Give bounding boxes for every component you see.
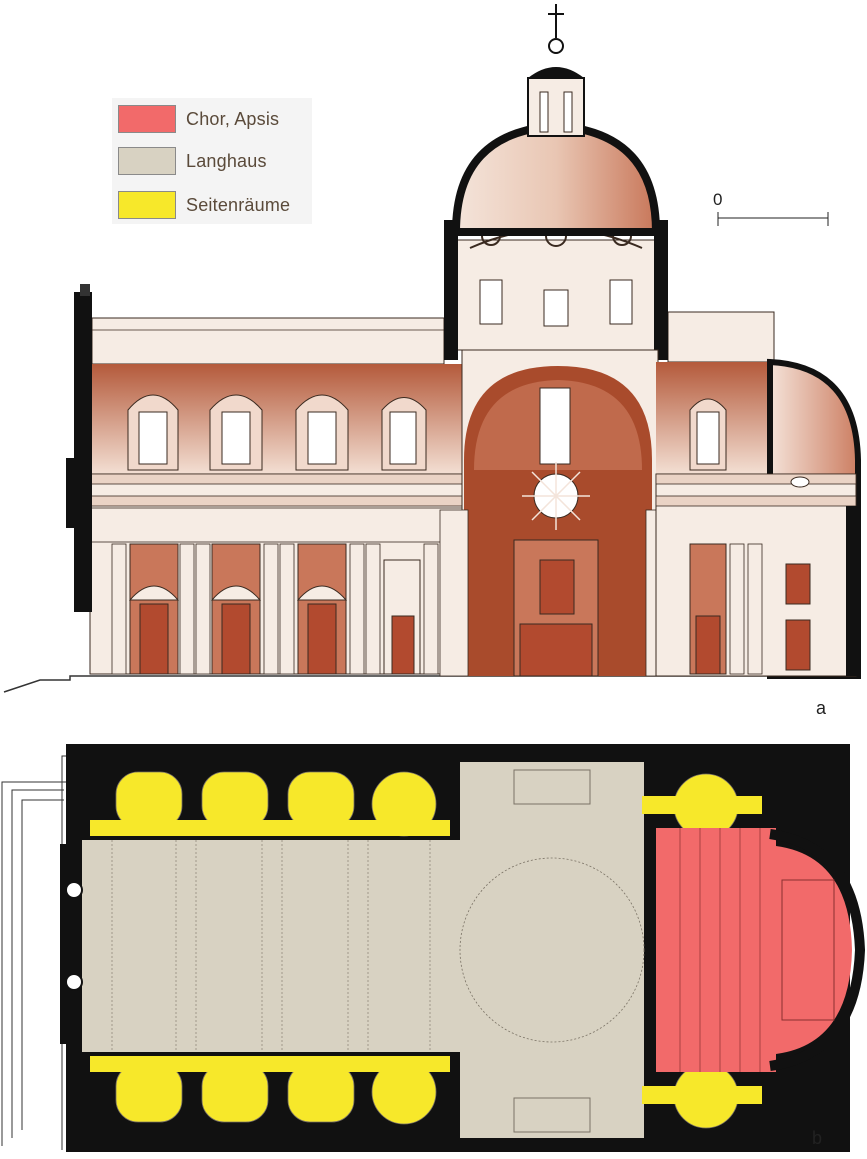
west-wall bbox=[74, 292, 92, 612]
ground-line bbox=[3, 675, 860, 693]
dome bbox=[451, 121, 661, 236]
plan-crossing bbox=[460, 762, 644, 1138]
legend-item-nave: Langhaus bbox=[118, 146, 267, 176]
legend-label-side-rooms: Seitenräume bbox=[186, 194, 291, 215]
plan-side-chapels bbox=[115, 771, 739, 1129]
clerestory-windows bbox=[127, 394, 427, 471]
lantern bbox=[527, 77, 585, 137]
legend-item-side-rooms: Seitenräume bbox=[118, 190, 290, 220]
pilasters bbox=[111, 543, 439, 675]
panel-label-plan: b bbox=[812, 1128, 823, 1148]
legend: Chor, Apsis Langhaus Seitenräume bbox=[112, 98, 312, 224]
plan-choir bbox=[656, 828, 776, 1072]
scale-bar bbox=[717, 212, 829, 226]
panel-label-section: a bbox=[816, 698, 827, 718]
legend-label-nave: Langhaus bbox=[186, 150, 267, 171]
legend-swatch-nave bbox=[118, 147, 176, 175]
plan-apse bbox=[776, 846, 852, 1054]
legend-swatch-choir bbox=[118, 105, 176, 133]
arcades bbox=[128, 543, 421, 675]
nave-roof bbox=[91, 317, 445, 365]
legend-item-choir: Chor, Apsis bbox=[118, 104, 279, 134]
floor-plan bbox=[1, 744, 866, 1152]
legend-swatch-side-rooms bbox=[118, 191, 176, 219]
plan-nave bbox=[82, 840, 460, 1052]
legend-label-choir: Chor, Apsis bbox=[186, 108, 280, 129]
scale-zero-label: 0 bbox=[713, 190, 723, 209]
